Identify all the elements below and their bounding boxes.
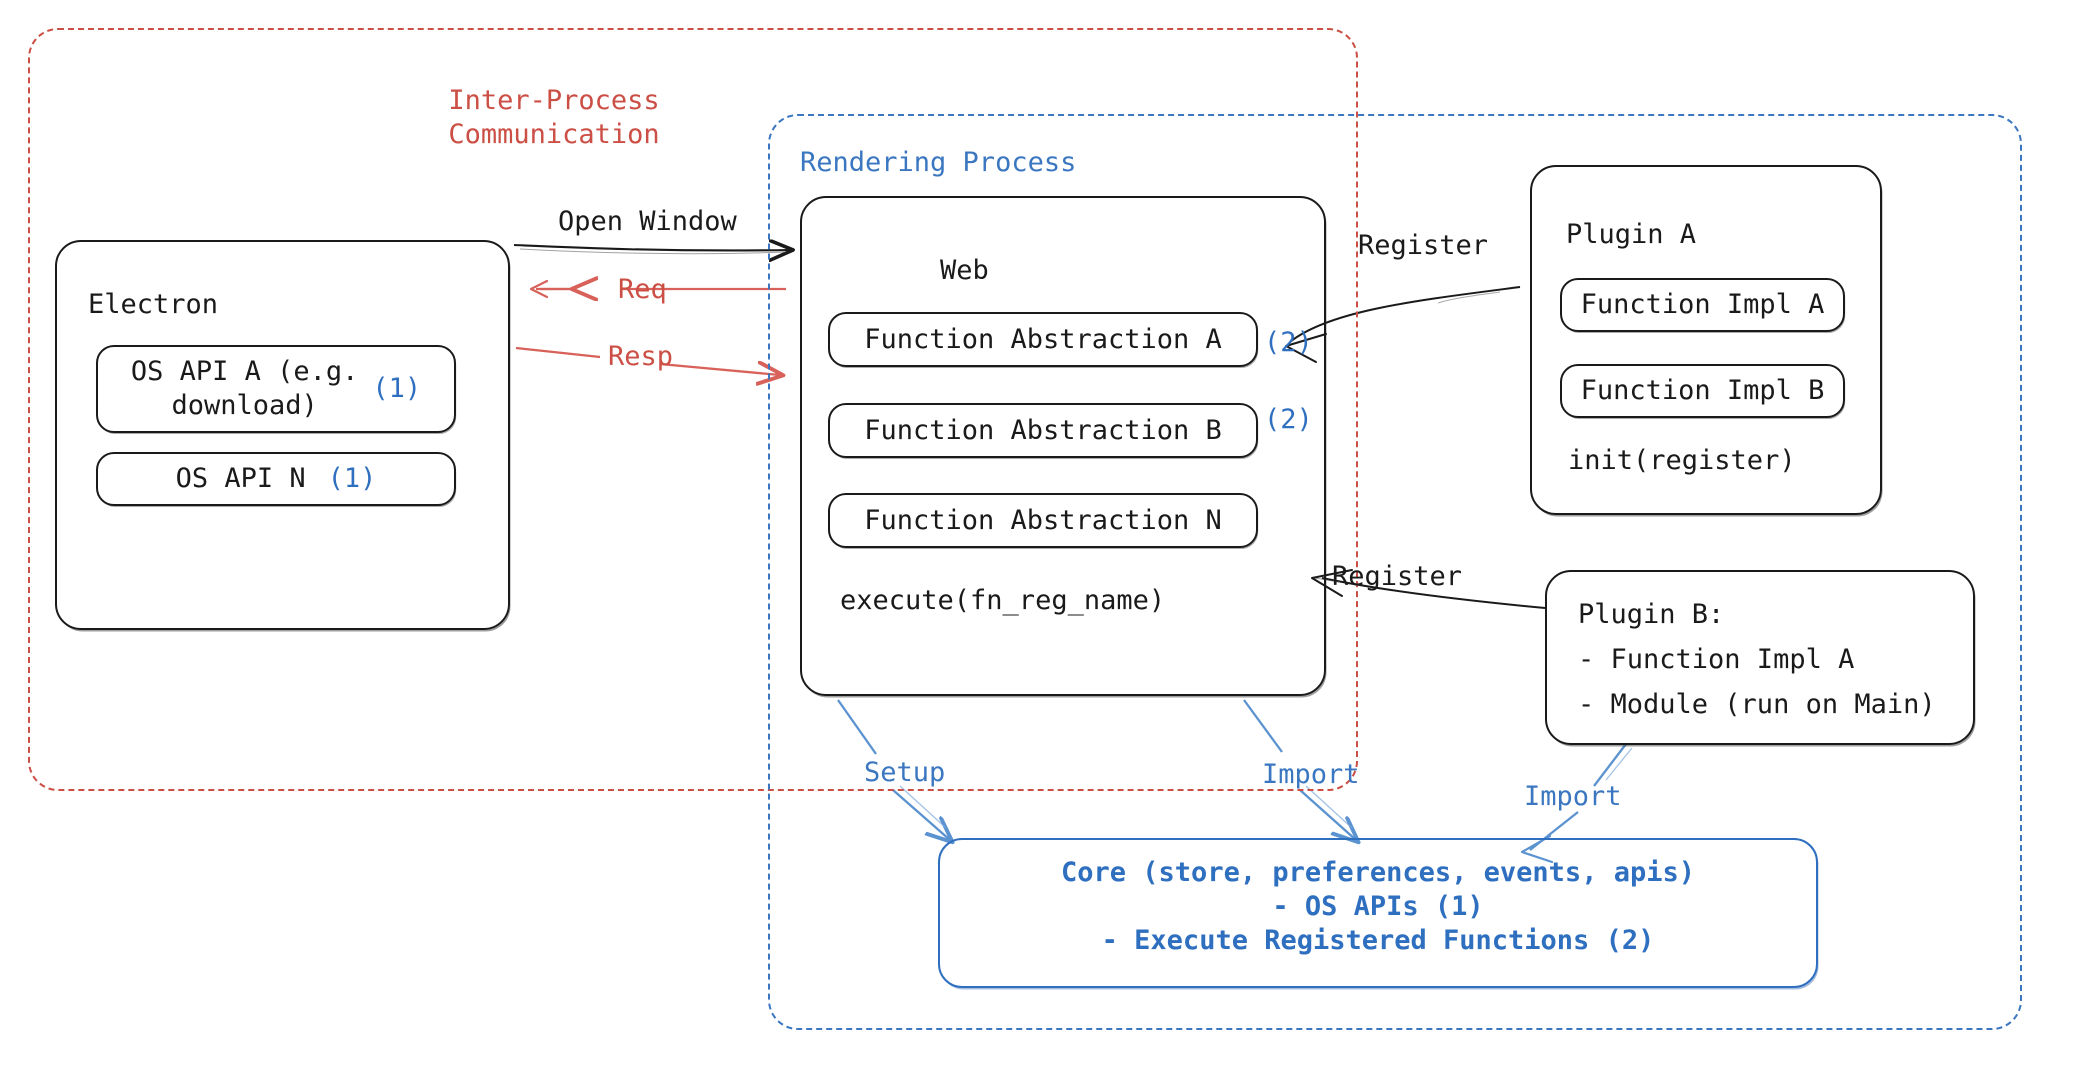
os-api-a-marker: (1) bbox=[372, 373, 422, 405]
plugin-a-function-impl-b-box[interactable]: Function Impl B bbox=[1560, 364, 1845, 418]
edge-label-import-web: Import bbox=[1262, 759, 1360, 790]
core-box[interactable] bbox=[938, 838, 1818, 988]
os-api-a-line2: download) bbox=[171, 390, 318, 421]
os-api-n-marker: (1) bbox=[327, 463, 377, 495]
electron-title: Electron bbox=[88, 289, 219, 320]
function-abstraction-a-marker: (2) bbox=[1264, 327, 1313, 358]
group-ipc-label-line2: Communication bbox=[448, 118, 660, 150]
group-ipc-label-line1: Inter-Process bbox=[448, 85, 660, 116]
electron-box[interactable] bbox=[55, 240, 510, 630]
os-api-a-line1: OS API A (e.g. bbox=[130, 356, 359, 388]
edge-label-req: Req bbox=[618, 274, 667, 305]
edge-label-register-b: Register bbox=[1332, 561, 1463, 592]
core-text: Core (store, preferences, events, apis)-… bbox=[938, 856, 1818, 957]
function-abstraction-a-label: Function Abstraction A bbox=[864, 323, 1222, 355]
os-api-n-label: OS API N bbox=[175, 463, 306, 495]
plugin-a-box[interactable] bbox=[1530, 165, 1882, 515]
function-abstraction-n-label: Function Abstraction N bbox=[864, 504, 1222, 536]
plugin-b-item-1: - Module (run on Main) bbox=[1578, 689, 1936, 720]
edge-label-import-plugin-b: Import bbox=[1524, 781, 1622, 812]
plugin-a-title: Plugin A bbox=[1566, 219, 1697, 250]
plugin-a-init-label: init(register) bbox=[1568, 445, 1796, 476]
function-abstraction-b-label: Function Abstraction B bbox=[864, 414, 1222, 446]
plugin-a-function-impl-a-label: Function Impl A bbox=[1580, 289, 1825, 321]
web-title: Web bbox=[940, 255, 989, 286]
edge-label-setup: Setup bbox=[864, 757, 946, 788]
plugin-b-title: Plugin B: bbox=[1578, 599, 1725, 630]
web-box[interactable] bbox=[800, 196, 1326, 696]
group-rendering-process bbox=[768, 114, 2022, 1030]
function-abstraction-n-box[interactable]: Function Abstraction N bbox=[828, 493, 1258, 548]
plugin-a-function-impl-a-box[interactable]: Function Impl A bbox=[1560, 278, 1845, 332]
plugin-b-box[interactable] bbox=[1545, 570, 1975, 745]
edge-label-resp: Resp bbox=[608, 341, 674, 372]
os-api-n-box[interactable]: OS API N (1) bbox=[96, 452, 456, 506]
web-execute-label: execute(fn_reg_name) bbox=[840, 585, 1166, 616]
os-api-a-label: OS API A (e.g.download) bbox=[131, 355, 359, 423]
edge-label-open-window: Open Window bbox=[558, 206, 737, 237]
core-line-3: - Execute Registered Functions (2) bbox=[1101, 924, 1655, 956]
core-line-2: - OS APIs (1) bbox=[1272, 890, 1484, 922]
group-rendering-process-label: Rendering Process bbox=[800, 147, 1077, 178]
plugin-a-function-impl-b-label: Function Impl B bbox=[1580, 375, 1825, 407]
function-abstraction-b-marker: (2) bbox=[1264, 404, 1313, 435]
group-inter-process-communication bbox=[28, 28, 1358, 791]
function-abstraction-b-box[interactable]: Function Abstraction B bbox=[828, 403, 1258, 458]
function-abstraction-a-box[interactable]: Function Abstraction A bbox=[828, 312, 1258, 367]
edge-label-register-a: Register bbox=[1358, 230, 1489, 261]
os-api-a-box[interactable]: OS API A (e.g.download) (1) bbox=[96, 345, 456, 433]
core-line-1: Core (store, preferences, events, apis) bbox=[1061, 857, 1695, 888]
plugin-b-item-0: - Function Impl A bbox=[1578, 644, 1855, 675]
